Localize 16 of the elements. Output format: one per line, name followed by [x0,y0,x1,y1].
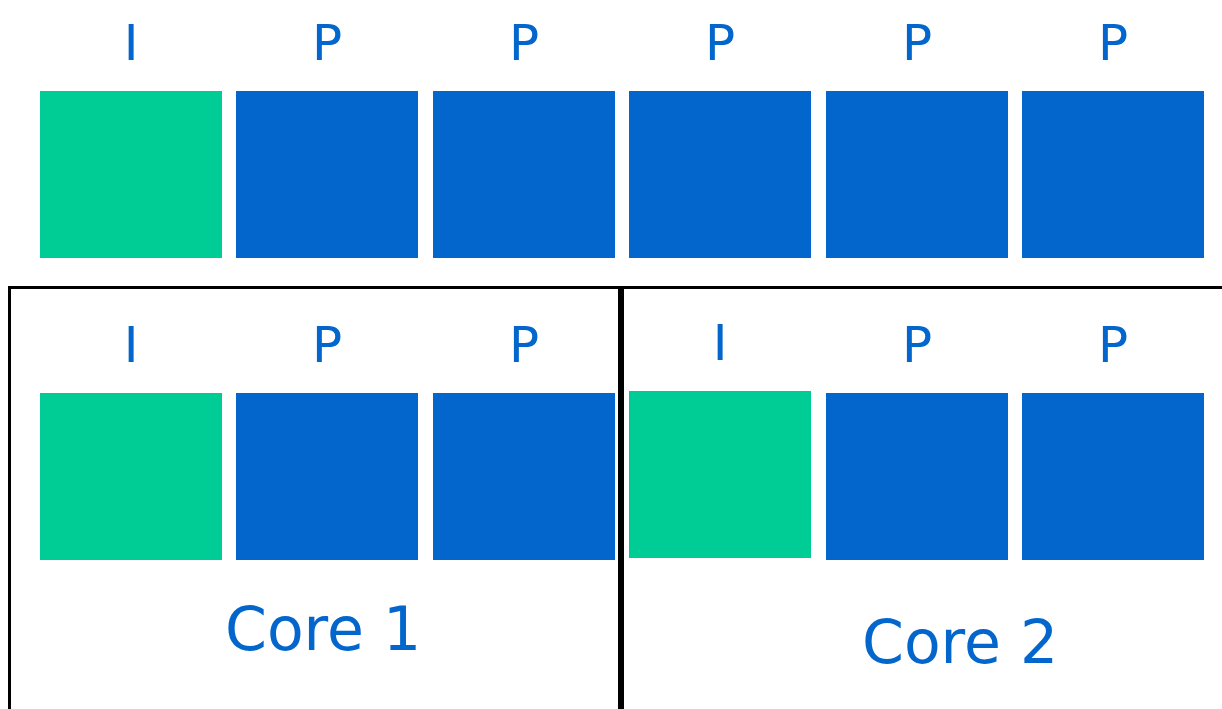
frame-type-label: P [507,13,541,73]
core-panel [621,286,1222,709]
frame-type-label: I [122,315,140,375]
frame-type-label: P [900,315,934,375]
core-label: Core 1 [225,594,422,664]
frame-type-label: P [310,13,344,73]
frame-type-label: P [507,315,541,375]
frame-type-label: P [900,13,934,73]
frame-type-label: P [1096,13,1130,73]
frame-type-label: I [122,13,140,73]
core-panel [8,286,621,709]
core-label: Core 2 [862,607,1059,677]
frame-type-label: P [703,13,737,73]
frame-type-label: P [310,315,344,375]
frame-type-label: I [711,313,729,373]
frame-type-label: P [1096,315,1130,375]
